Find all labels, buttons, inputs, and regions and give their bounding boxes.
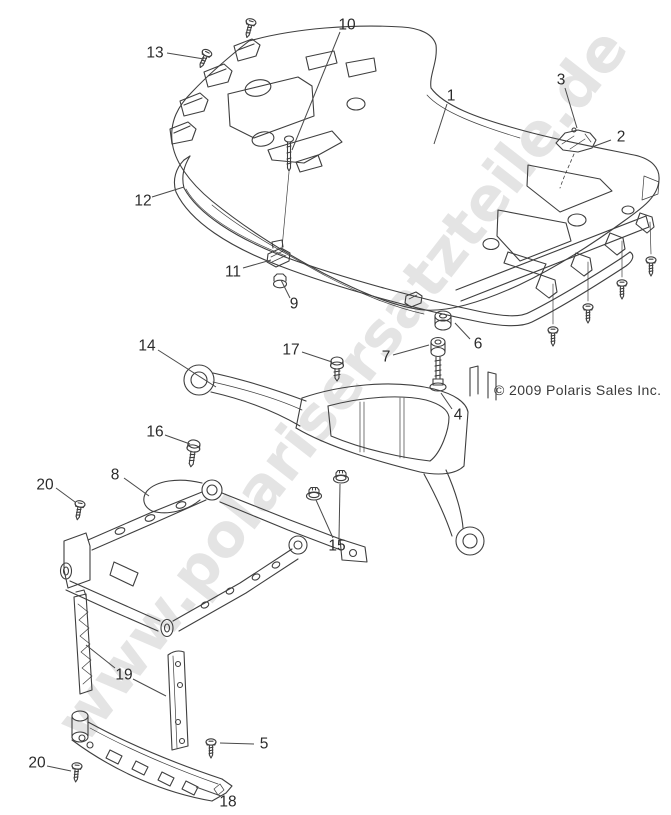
carriage-bolt-part-4 — [429, 356, 447, 392]
callout-18: 18 — [219, 793, 237, 811]
callout-3: 3 — [556, 71, 566, 89]
callout-12: 12 — [134, 192, 152, 210]
callout-10: 10 — [338, 16, 356, 34]
leader-line-16 — [164, 434, 191, 445]
callout-8: 8 — [110, 466, 120, 484]
callout-17: 17 — [282, 341, 300, 359]
leader-line-13 — [166, 52, 205, 60]
lower-bushing-part-7 — [430, 336, 446, 358]
callout-5: 5 — [259, 735, 269, 753]
callout-20: 20 — [28, 754, 46, 772]
callout-4: 4 — [453, 406, 463, 424]
callout-16: 16 — [146, 423, 164, 441]
callout-13: 13 — [146, 44, 164, 62]
leader-line-20 — [46, 765, 72, 772]
frame-extension-part-8 — [59, 479, 368, 638]
leader-line-15 — [338, 483, 341, 539]
leader-line-5 — [219, 742, 255, 745]
leader-line-12 — [151, 186, 185, 198]
push-clip — [266, 239, 291, 268]
leader-line-9 — [280, 279, 291, 299]
flange-nut-part-9 — [272, 273, 288, 289]
leader-lines — [46, 31, 612, 797]
copyright-text: © 2009 Polaris Sales Inc. — [494, 382, 662, 398]
callout-20: 20 — [36, 476, 54, 494]
long-screw-part-10 — [281, 135, 295, 249]
lower-bumper-bracket-part-18 — [71, 710, 233, 802]
leader-line-1 — [433, 103, 448, 145]
support-post-left-part-19 — [73, 589, 93, 695]
leader-line-14 — [157, 349, 217, 388]
callout-11: 11 — [224, 263, 242, 281]
leader-line-10 — [291, 31, 341, 151]
leader-line-8 — [123, 477, 150, 497]
push-clip — [404, 291, 423, 308]
leader-line-15 — [315, 499, 334, 539]
leader-line-7 — [392, 344, 430, 356]
callout-14: 14 — [138, 337, 156, 355]
front-rack — [169, 25, 660, 325]
support-bracket-part-14 — [183, 364, 497, 556]
callout-19: 19 — [115, 666, 133, 684]
leader-line-6 — [454, 322, 471, 340]
latch-assembly — [555, 127, 597, 189]
upper-bushing-part-6 — [434, 310, 452, 331]
leader-line-20 — [55, 487, 76, 503]
leader-line-19 — [85, 644, 116, 669]
callout-1: 1 — [446, 87, 456, 105]
leader-line-17 — [301, 351, 333, 363]
leader-line-4 — [440, 392, 453, 410]
callout-9: 9 — [289, 295, 299, 313]
leader-line-11 — [242, 259, 272, 269]
callout-7: 7 — [381, 348, 391, 366]
leader-line-18 — [195, 786, 222, 797]
leader-line-3 — [564, 87, 578, 129]
callout-6: 6 — [473, 335, 483, 353]
callout-2: 2 — [616, 128, 626, 146]
support-post-right-part-19 — [167, 650, 189, 751]
callout-15: 15 — [328, 537, 346, 555]
leader-line-19 — [132, 678, 167, 697]
leader-line-2 — [591, 139, 612, 148]
